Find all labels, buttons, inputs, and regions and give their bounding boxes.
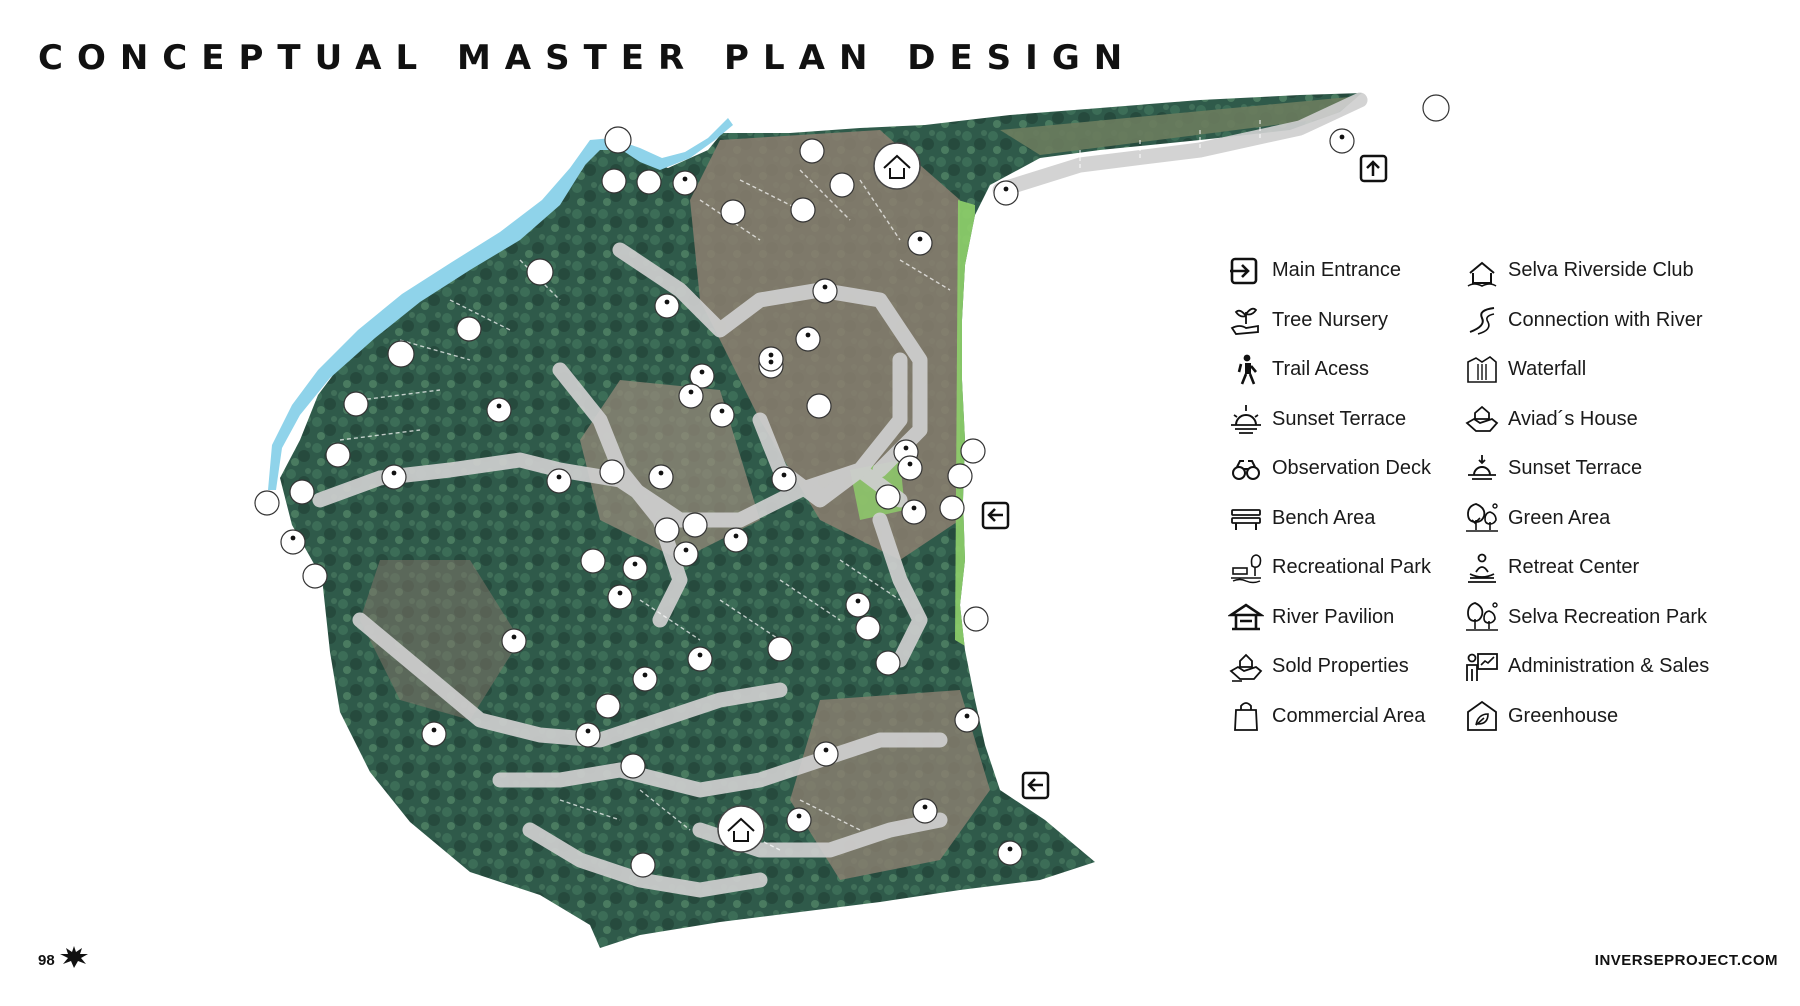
trail-access-glyphs	[290, 134, 1345, 852]
trail-access-icon	[1237, 354, 1257, 385]
tree-nursery-icon	[1230, 308, 1259, 336]
hillside-patch	[360, 560, 520, 720]
administration-sales-icon	[1466, 652, 1498, 681]
map-markers	[254, 94, 1450, 878]
legend-item-observation-deck: Observation Deck	[1228, 444, 1464, 494]
legend-item-sunset-terrace-alt: Sunset Terrace	[1464, 444, 1768, 494]
bench-area-icon	[1231, 509, 1261, 531]
legend-label: River Pavilion	[1272, 605, 1395, 628]
page-number: 98	[38, 952, 55, 969]
legend-item-connection-with-river: Connection with River	[1464, 296, 1768, 346]
legend-label: Greenhouse	[1508, 704, 1619, 727]
legend-item-bench-area: Bench Area	[1228, 494, 1464, 544]
legend-item-selva-recreation-park: Selva Recreation Park	[1464, 593, 1768, 643]
selva-riverside-club-icon	[1467, 261, 1497, 287]
retreat-center-icon	[1468, 553, 1496, 583]
legend-label: Waterfall	[1508, 358, 1587, 381]
legend-item-waterfall: Waterfall	[1464, 345, 1768, 395]
legend-label: Commercial Area	[1272, 704, 1426, 727]
sunset-terrace-alt-icon	[1468, 454, 1496, 480]
legend-item-tree-nursery: Tree Nursery	[1228, 296, 1464, 346]
legend-label: Connection with River	[1508, 308, 1703, 331]
legend-label: Sold Properties	[1272, 655, 1409, 678]
recreational-park-icon	[1231, 553, 1262, 583]
aviads-house-icon	[1465, 406, 1499, 433]
green-area-icon	[1466, 503, 1498, 533]
observation-deck-icon	[1232, 459, 1260, 480]
lawn-strip	[955, 200, 975, 650]
commercial-area-icon	[1234, 702, 1258, 732]
legend-label: Administration & Sales	[1508, 655, 1710, 678]
legend-item-sunset-terrace: Sunset Terrace	[1228, 395, 1464, 445]
brand-logo	[60, 946, 88, 968]
main-entrance-marker[interactable]	[981, 501, 1010, 530]
page-title: CONCEPTUAL MASTER PLAN DESIGN	[38, 38, 1137, 78]
site-url[interactable]: INVERSEPROJECT.COM	[1594, 952, 1778, 969]
legend-label: Selva Riverside Club	[1508, 259, 1694, 282]
sunset-terrace-icon	[1231, 405, 1261, 435]
legend-item-green-area: Green Area	[1464, 494, 1768, 544]
land-parcel	[280, 93, 1362, 948]
trail-access-markers[interactable]	[280, 128, 1355, 866]
legend-label: Bench Area	[1272, 506, 1376, 529]
legend-item-administration-sales: Administration & Sales	[1464, 642, 1768, 692]
selva-recreation-park-icon	[1466, 602, 1498, 632]
sold-properties-icon	[1229, 653, 1263, 682]
legend-item-selva-riverside-club: Selva Riverside Club	[1464, 246, 1768, 296]
waterfall-icon	[1467, 355, 1497, 383]
sold-properties-marker[interactable]	[717, 805, 765, 853]
legend-item-commercial-area: Commercial Area	[1228, 692, 1464, 742]
legend-label: Sunset Terrace	[1272, 407, 1407, 430]
legend-item-main-entrance: Main Entrance	[1228, 246, 1464, 296]
legend-label: Aviad´s House	[1508, 407, 1638, 430]
legend-item-trail-access: Trail Acess	[1228, 345, 1464, 395]
legend-label: Tree Nursery	[1272, 308, 1388, 331]
legend-label: Retreat Center	[1508, 556, 1640, 579]
legend-label: Green Area	[1508, 506, 1611, 529]
legend-label: Trail Acess	[1272, 358, 1370, 381]
legend-item-sold-properties: Sold Properties	[1228, 642, 1464, 692]
sold-properties-marker[interactable]	[873, 142, 921, 190]
hillside-patch	[1000, 96, 1360, 155]
main-entrance-icon	[1230, 257, 1258, 285]
connection-with-river-icon	[1469, 307, 1495, 336]
legend-label: Selva Recreation Park	[1508, 605, 1707, 628]
main-entrance-marker[interactable]	[1359, 154, 1388, 183]
legend-label: Sunset Terrace	[1508, 457, 1643, 480]
river-pavilion-icon	[1228, 603, 1264, 631]
legend-item-greenhouse: Greenhouse	[1464, 692, 1768, 742]
greenhouse-icon	[1467, 701, 1497, 732]
river	[268, 118, 733, 490]
legend: Main Entrance Selva Riverside Club Tree …	[1228, 246, 1768, 741]
legend-label: Main Entrance	[1272, 259, 1401, 282]
legend-label: Recreational Park	[1272, 556, 1431, 579]
legend-item-retreat-center: Retreat Center	[1464, 543, 1768, 593]
main-entrance-marker[interactable]	[1021, 771, 1050, 800]
legend-item-river-pavilion: River Pavilion	[1228, 593, 1464, 643]
legend-item-recreational-park: Recreational Park	[1228, 543, 1464, 593]
amenity-markers[interactable]	[254, 94, 1450, 878]
legend-label: Observation Deck	[1272, 457, 1431, 480]
legend-item-aviads-house: Aviad´s House	[1464, 395, 1768, 445]
